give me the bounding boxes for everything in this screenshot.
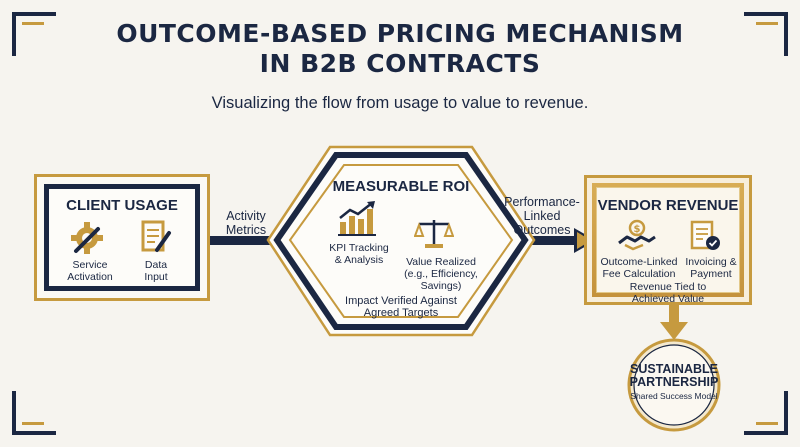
revenue-tied-label: Revenue Tied to Achieved Value — [596, 281, 740, 305]
kpi-tracking-line-1: KPI Tracking — [329, 242, 389, 254]
page-title-line-2: IN B2B CONTRACTS — [259, 49, 541, 78]
outcome-fee-line-1: Outcome-Linked — [600, 256, 678, 268]
partnership-line-2: PARTNERSHIP — [629, 375, 719, 389]
revenue-tied-line-1: Revenue Tied to — [629, 281, 707, 293]
client-usage-card — [44, 184, 200, 291]
performance-outcomes-label: Performance- Linked Outcomes — [500, 195, 584, 237]
impact-verified-line-2: Agreed Targets — [363, 307, 439, 319]
performance-outcomes-line-2: Linked — [523, 209, 561, 223]
partnership-subtitle: Shared Success Model — [630, 391, 718, 401]
kpi-tracking-line-2: & Analysis — [334, 254, 384, 266]
service-activation-line-2: Activation — [67, 271, 113, 283]
corner-frame-bottom-left — [12, 391, 56, 435]
data-input-line-1: Data — [144, 259, 168, 271]
partnership-title: SUSTAINABLE PARTNERSHIP — [624, 363, 724, 389]
bar-chart-growth-icon — [338, 201, 376, 236]
outcome-fee-label: Outcome-Linked Fee Calculation — [600, 256, 678, 280]
invoicing-payment-label: Invoicing & Payment — [678, 256, 744, 280]
client-usage-title: CLIENT USAGE — [66, 197, 178, 214]
roi-hexagon — [266, 145, 536, 337]
value-realized-line-2: (e.g., Efficiency, — [404, 268, 478, 280]
page-subtitle: Visualizing the flow from usage to value… — [211, 94, 589, 112]
data-input-label: Data Input — [128, 259, 184, 283]
arrow-down-partnership — [660, 304, 688, 340]
svg-text:$: $ — [634, 224, 641, 235]
impact-verified-line-1: Impact Verified Against — [345, 295, 457, 307]
roi-title: MEASURABLE ROI — [332, 178, 470, 195]
invoicing-payment-line-1: Invoicing & — [685, 256, 737, 268]
data-input-line-2: Input — [144, 271, 168, 283]
performance-outcomes-line-3: Outcomes — [513, 223, 571, 237]
service-activation-line-1: Service — [72, 259, 108, 271]
service-activation-label: Service Activation — [58, 259, 122, 283]
value-realized-line-3: Savings) — [420, 280, 462, 292]
invoice-check-icon — [690, 220, 720, 250]
document-edit-icon — [141, 220, 171, 252]
activity-metrics-label: Activity Metrics — [214, 209, 278, 237]
invoicing-payment-line-2: Payment — [690, 268, 732, 280]
corner-frame-top-left — [12, 12, 56, 56]
page-title-line-1: OUTCOME-BASED PRICING MECHANISM — [116, 19, 684, 48]
corner-frame-top-right — [744, 12, 788, 56]
outcome-fee-line-2: Fee Calculation — [602, 268, 676, 280]
handshake-coin-icon: $ — [618, 219, 656, 251]
value-realized-label: Value Realized (e.g., Efficiency, Saving… — [396, 256, 486, 292]
performance-outcomes-line-1: Performance- — [504, 195, 580, 209]
gear-icon — [71, 222, 103, 254]
kpi-tracking-label: KPI Tracking & Analysis — [318, 242, 400, 266]
value-realized-line-1: Value Realized — [406, 256, 476, 268]
activity-metrics-line-1: Activity — [226, 209, 266, 223]
partnership-badge — [627, 338, 721, 432]
partnership-line-1: SUSTAINABLE — [630, 362, 718, 376]
activity-metrics-line-2: Metrics — [225, 223, 267, 237]
vendor-revenue-title: VENDOR REVENUE — [597, 197, 739, 214]
revenue-tied-line-2: Achieved Value — [631, 293, 705, 305]
impact-verified-label: Impact Verified Against Agreed Targets — [326, 295, 476, 319]
corner-frame-bottom-right — [744, 391, 788, 435]
balance-scale-icon — [414, 220, 454, 248]
